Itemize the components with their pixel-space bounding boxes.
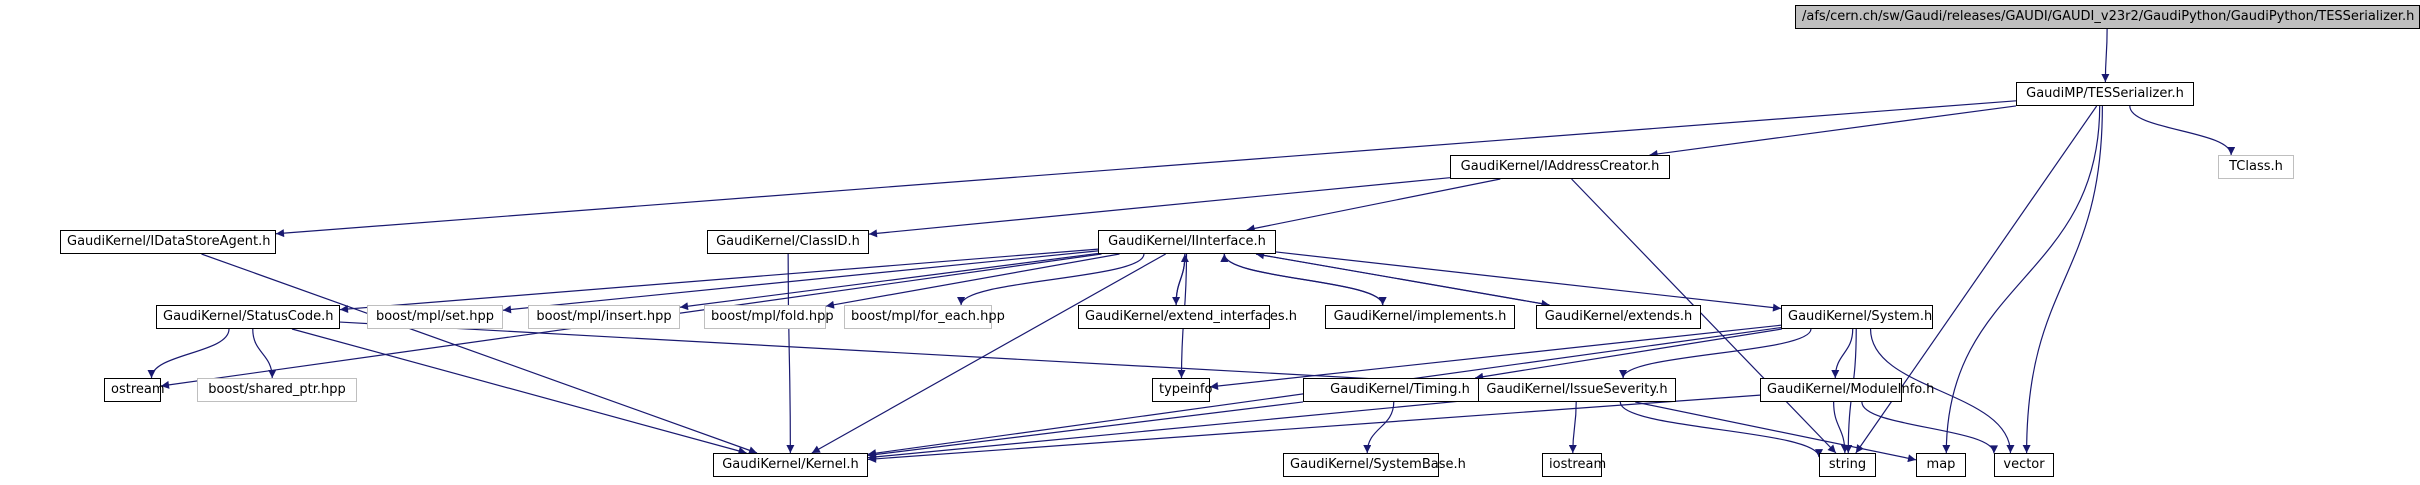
node-root[interactable]: /afs/cern.ch/sw/Gaudi/releases/GAUDI/GAU…: [1795, 5, 2420, 29]
node-label: boost/mpl/fold.hpp: [711, 309, 834, 324]
node-timing[interactable]: GaudiKernel/Timing.h: [1303, 378, 1497, 402]
node-label: GaudiKernel/Kernel.h: [722, 457, 859, 472]
node-string[interactable]: string: [1819, 453, 1876, 477]
edge-iinterface-to-mplset: [502, 250, 1099, 314]
node-iostream[interactable]: iostream: [1542, 453, 1606, 477]
node-label: GaudiKernel/ModuleInfo.h: [1767, 382, 1935, 397]
node-label: boost/mpl/set.hpp: [375, 309, 495, 324]
node-extendif[interactable]: GaudiKernel/extend_interfaces.h: [1078, 305, 1297, 329]
edge-issue-to-iostream: [1568, 401, 1577, 454]
node-label: boost/shared_ptr.hpp: [208, 382, 346, 397]
node-iinterface[interactable]: GaudiKernel/IInterface.h: [1098, 230, 1276, 254]
edge-statuscode-to-ostream: [147, 328, 230, 379]
node-label: GaudiKernel/SystemBase.h: [1290, 457, 1466, 472]
node-extends[interactable]: GaudiKernel/extends.h: [1536, 305, 1701, 329]
node-kernel[interactable]: GaudiKernel/Kernel.h: [713, 453, 868, 477]
edge-system-to-moduleinfo: [1831, 328, 1854, 379]
node-label: GaudiKernel/StatusCode.h: [163, 309, 334, 324]
edge-classid-to-kernel: [786, 253, 795, 454]
node-label: GaudiKernel/implements.h: [1333, 309, 1507, 324]
edge-tesser-to-idsa: [275, 100, 2017, 238]
edge-system-to-vector: [1869, 328, 2015, 454]
edge-system-to-issue: [1619, 328, 1812, 379]
node-label: vector: [2003, 457, 2045, 472]
node-label: GaudiKernel/extend_interfaces.h: [1085, 309, 1298, 324]
node-iaddr[interactable]: GaudiKernel/IAddressCreator.h: [1450, 155, 1670, 179]
node-label: boost/mpl/insert.hpp: [536, 309, 672, 324]
edge-issue-to-string: [1619, 401, 1823, 458]
node-mplfold: boost/mpl/fold.hpp: [704, 305, 834, 329]
node-label: iostream: [1549, 457, 1607, 472]
edge-issue-to-kernel: [867, 398, 1479, 461]
node-label: GaudiKernel/IInterface.h: [1108, 234, 1266, 249]
edge-extendif-to-iinterface: [1175, 253, 1189, 306]
node-implements[interactable]: GaudiKernel/implements.h: [1325, 305, 1515, 329]
edge-tesser-to-tclass: [2129, 105, 2236, 156]
node-tesser[interactable]: GaudiMP/TESSerializer.h: [2016, 82, 2194, 106]
node-label: GaudiKernel/IssueSeverity.h: [1486, 382, 1668, 397]
edge-issue-to-map: [1635, 401, 1917, 463]
node-system[interactable]: GaudiKernel/System.h: [1781, 305, 1933, 329]
node-classid[interactable]: GaudiKernel/ClassID.h: [707, 230, 869, 254]
node-label: GaudiKernel/System.h: [1788, 309, 1933, 324]
node-mplforeach: boost/mpl/for_each.hpp: [844, 305, 1005, 329]
edge-extends-to-iinterface: [1255, 251, 1550, 306]
edge-iaddr-to-classid: [868, 177, 1451, 238]
edge-system-to-timing: [1475, 328, 1782, 381]
node-typeinfo[interactable]: typeinfo: [1152, 378, 1212, 402]
edge-iaddr-to-iinterface: [1246, 178, 1501, 233]
node-map[interactable]: map: [1916, 453, 1966, 477]
node-label: GaudiMP/TESSerializer.h: [2026, 86, 2184, 101]
edge-iinterface-to-mplinsert: [679, 252, 1099, 311]
edge-iaddr-to-string: [1571, 178, 1837, 454]
edge-iinterface-to-statuscode: [339, 248, 1099, 314]
node-label: GaudiKernel/ClassID.h: [716, 234, 860, 249]
edge-moduleinfo-to-string: [1833, 401, 1849, 454]
node-label: GaudiKernel/extends.h: [1544, 309, 1693, 324]
edge-tesser-to-iaddr: [1649, 105, 2017, 158]
node-label: TClass.h: [2229, 159, 2283, 174]
edge-iinterface-to-mplfold: [825, 253, 1120, 309]
edge-iinterface-to-kernel: [811, 253, 1166, 454]
edge-iinterface-to-system: [1275, 251, 1782, 312]
edge-moduleinfo-to-kernel: [867, 394, 1761, 463]
node-mplinsert: boost/mpl/insert.hpp: [528, 305, 680, 329]
edge-system-to-typeinfo: [1209, 324, 1782, 390]
node-label: ostream: [111, 382, 165, 397]
edge-implements-to-iinterface: [1220, 253, 1384, 306]
node-statuscode[interactable]: GaudiKernel/StatusCode.h: [156, 305, 340, 329]
edge-idsa-to-kernel: [201, 253, 758, 455]
edge-moduleinfo-to-vector: [1861, 401, 1998, 454]
node-sharedptr: boost/shared_ptr.hpp: [197, 378, 357, 402]
node-mplset: boost/mpl/set.hpp: [367, 305, 503, 329]
node-issue[interactable]: GaudiKernel/IssueSeverity.h: [1478, 378, 1676, 402]
edge-iinterface-to-mplforeach: [957, 253, 1145, 306]
node-label: boost/mpl/for_each.hpp: [851, 309, 1005, 324]
edge-statuscode-to-sharedptr: [252, 328, 277, 379]
node-moduleinfo[interactable]: GaudiKernel/ModuleInfo.h: [1760, 378, 1934, 402]
edge-tesser-to-map: [1942, 105, 2101, 454]
node-label: map: [1926, 457, 1956, 472]
edge-statuscode-to-kernel: [291, 328, 747, 455]
node-label: GaudiKernel/IAddressCreator.h: [1460, 159, 1660, 174]
node-tclass: TClass.h: [2218, 155, 2294, 179]
node-systembase[interactable]: GaudiKernel/SystemBase.h: [1283, 453, 1466, 477]
node-label: GaudiKernel/IDataStoreAgent.h: [67, 234, 271, 249]
node-label: GaudiKernel/Timing.h: [1330, 382, 1470, 397]
node-vector[interactable]: vector: [1994, 453, 2054, 477]
node-label: string: [1828, 457, 1867, 472]
edge-timing-to-kernel: [867, 401, 1304, 459]
edge-root-to-tesser: [2101, 28, 2110, 83]
edge-timing-to-systembase: [1363, 401, 1395, 454]
edge-statuscode-to-issue: [339, 321, 1479, 389]
node-idsa[interactable]: GaudiKernel/IDataStoreAgent.h: [60, 230, 276, 254]
node-label: /afs/cern.ch/sw/Gaudi/releases/GAUDI/GAU…: [1802, 9, 2415, 24]
node-label: typeinfo: [1159, 382, 1213, 397]
edge-tesser-to-vector: [2022, 105, 2103, 454]
node-ostream[interactable]: ostream: [104, 378, 165, 402]
